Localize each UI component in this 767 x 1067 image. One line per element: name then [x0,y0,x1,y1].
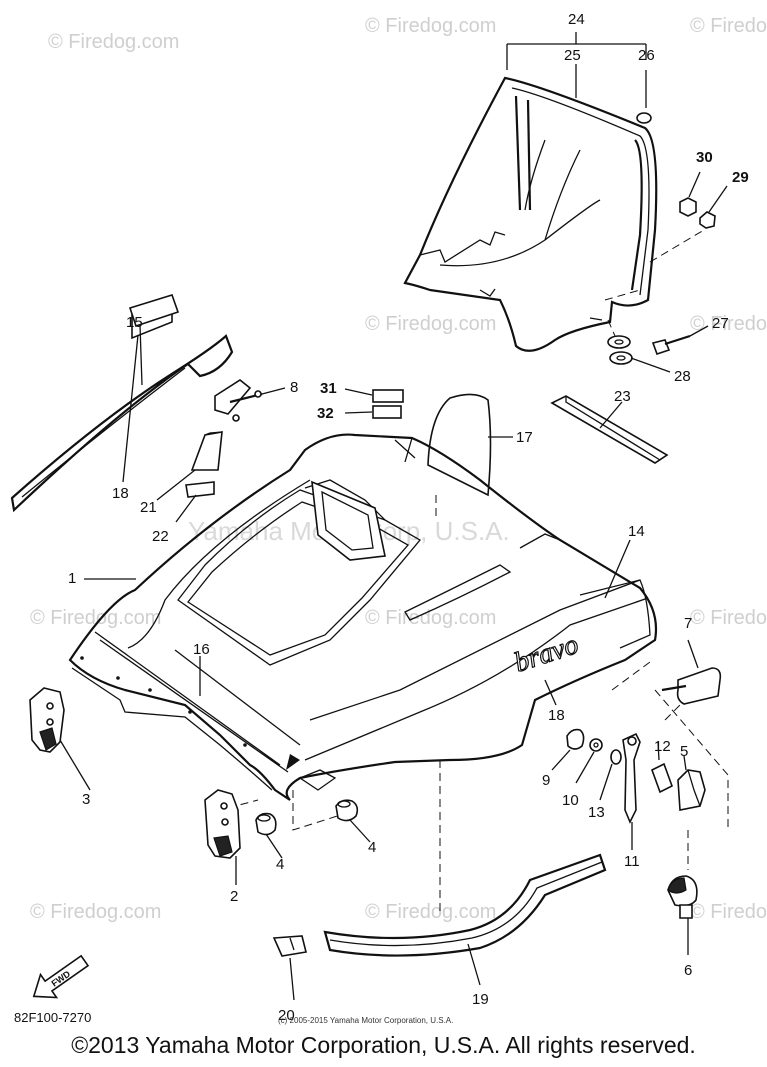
hood-blocks [156,431,223,523]
watermarks: © Firedog.com © Firedog.com © Firedog © … [30,15,767,923]
window-panel [427,393,513,497]
part-number-3: 3 [82,791,90,808]
mirror-bracket [214,379,286,422]
rubber-grommet [636,112,652,124]
part-number-18: 18 [548,707,565,724]
part-number-31: 31 [320,380,337,397]
part-number-16: 16 [193,641,210,658]
diagram-code: 82F100-7270 [14,1010,91,1025]
watermark: © Firedog [690,313,767,335]
part-number-8: 8 [290,379,298,396]
part-number-27: 27 [712,315,729,332]
brand-decal: bravo [511,629,583,679]
part-number-11: 11 [624,853,640,870]
part-number-32: 32 [317,405,334,422]
bushings [255,799,371,859]
part-number-26: 26 [638,47,655,64]
side-stripe [10,294,234,513]
watermark: © Firedog.com [365,901,496,923]
watermark: © Firedog.com [365,313,496,335]
windshield-bolt [607,319,709,373]
bottom-trim [272,853,607,1001]
assembly-lines [227,495,729,915]
part-number-23: 23 [614,388,631,405]
part-number-20: 20 [278,1007,295,1024]
watermark: © Firedog.com [30,607,161,629]
watermark: © Firedog.com [30,901,161,923]
part-number-13: 13 [588,804,605,821]
part-number-29: 29 [732,169,749,186]
small-copyright: (c) 2005-2015 Yamaha Motor Corporation, … [278,1016,454,1025]
watermark: © Firedog.com [365,15,496,37]
part-number-12: 12 [654,738,671,755]
forward-arrow: FWD [32,954,90,999]
watermark: © Firedog [690,15,767,37]
part-number-25: 25 [564,47,581,64]
part-number-22: 22 [152,528,169,545]
latch-assembly [551,728,706,850]
part-number-18: 18 [112,485,129,502]
watermark: © Firedog [690,607,767,629]
watermark: © Firedog.com [365,607,496,629]
foam-strip [550,395,669,464]
part-number-7: 7 [684,615,692,632]
part-number-4: 4 [276,856,284,873]
watermark: © Firedog.com [48,31,179,53]
part-number-1: 1 [68,570,76,587]
part-number-9: 9 [542,772,550,789]
part-number-19: 19 [472,991,489,1008]
part-number-21: 21 [140,499,157,516]
hinge-left [29,687,91,791]
windshield [403,32,658,352]
copyright-notice: ©2013 Yamaha Motor Corporation, U.S.A. A… [71,1032,696,1058]
part-number-14: 14 [628,523,645,540]
hinge-right [204,789,241,885]
part-number-10: 10 [562,792,579,809]
handle [661,639,722,705]
part-number-5: 5 [680,743,688,760]
part-number-28: 28 [674,368,691,385]
part-number-4: 4 [368,839,376,856]
part-labels: 24 25 26 30 29 27 28 15 8 31 32 17 23 18… [14,11,749,1025]
windshield-nuts [604,171,728,301]
pads [344,388,404,419]
part-number-24: 24 [568,11,585,28]
latch-knob [667,875,698,955]
part-number-6: 6 [684,962,692,979]
part-number-30: 30 [696,149,713,166]
part-number-17: 17 [516,429,533,446]
watermark: © Firedog [690,901,767,923]
part-number-2: 2 [230,888,238,905]
part-number-15: 15 [126,314,143,331]
